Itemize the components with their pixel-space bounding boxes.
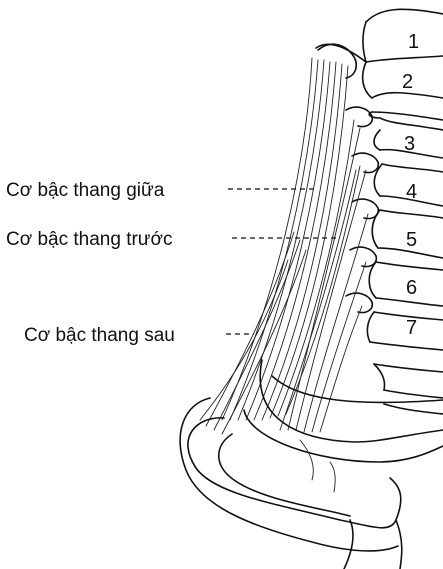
ribs [180,360,443,569]
label-anterior-scalene: Cơ bậc thang trước [6,229,172,250]
vertebra-number-7: 7 [406,317,417,339]
label-posterior-scalene: Cơ bậc thang sau [24,325,175,346]
vertebra-number-4: 4 [406,181,417,203]
vertebra-number-1: 1 [408,31,419,53]
vertebra-number-6: 6 [406,277,417,299]
label-middle-scalene: Cơ bậc thang giữa [6,180,165,201]
vertebra-number-3: 3 [404,133,415,155]
vertebra-number-5: 5 [406,229,417,251]
transverse-processes [318,44,378,312]
vertebra-number-2: 2 [402,71,413,93]
